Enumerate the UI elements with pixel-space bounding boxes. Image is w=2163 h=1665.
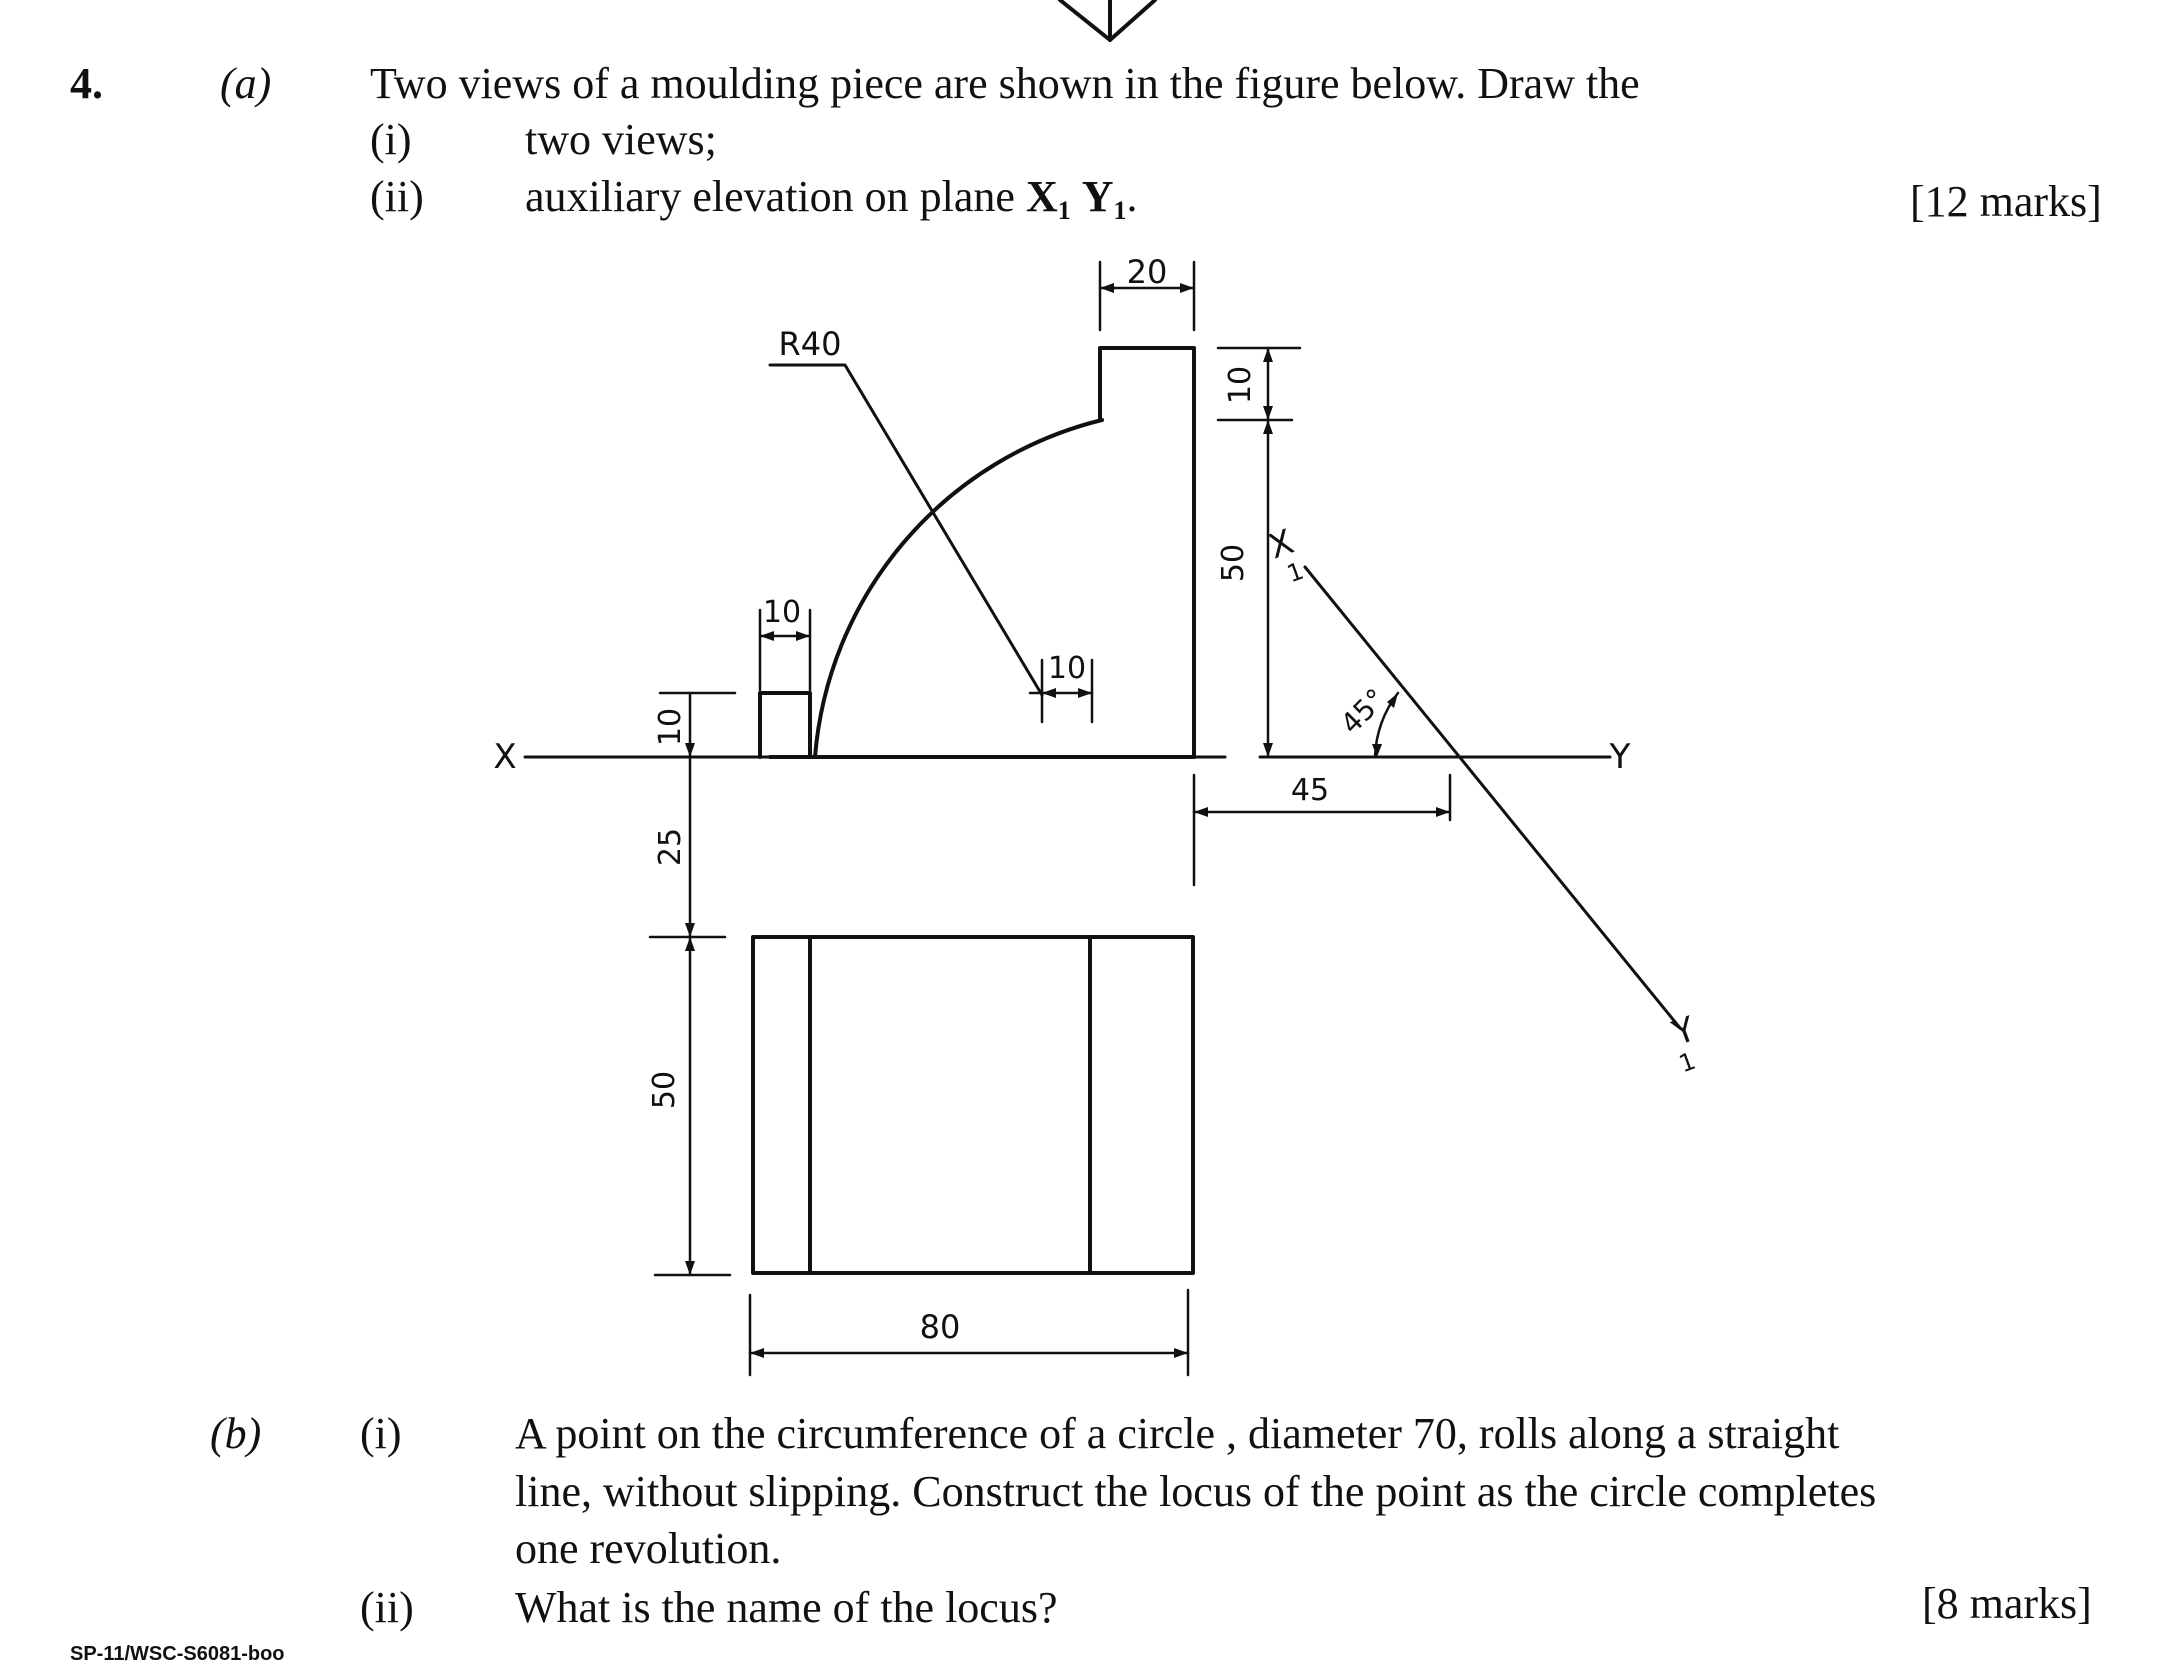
label-x1-sub: 1: [1283, 557, 1307, 589]
front-elevation-outline: [758, 691, 812, 759]
arrowhead: [1436, 807, 1450, 817]
label-y1: Y: [1667, 1009, 1701, 1054]
dim-label-80: 80: [920, 1308, 961, 1346]
arrowhead: [685, 743, 695, 757]
part-a-item-i-text: two views;: [525, 115, 717, 164]
dim-label-r40: R40: [779, 325, 842, 363]
radius-leader: [768, 363, 1044, 697]
dim-label-left-10: 10: [653, 708, 688, 746]
front-elevation-step: [1098, 346, 1196, 759]
dim-label-small-10: 10: [763, 595, 801, 630]
arrowhead: [1174, 1348, 1188, 1358]
part-a-item-i-label: (i): [370, 115, 412, 164]
arrowhead: [1263, 743, 1273, 757]
dim-label-20: 20: [1127, 253, 1168, 291]
dim-label-angle: 45°: [1334, 682, 1392, 740]
arrowhead: [685, 923, 695, 937]
arrowhead: [1263, 406, 1273, 420]
part-b-marks: [8 marks]: [1922, 1579, 2092, 1628]
arrowhead: [1372, 744, 1382, 757]
arrowhead: [685, 1261, 695, 1275]
item-ii-suffix: .: [1126, 172, 1138, 221]
dim-label-plan-50: 50: [647, 1071, 682, 1109]
arrowhead: [1387, 693, 1398, 708]
plane-x-letter: X: [1025, 172, 1058, 221]
arrowhead: [1042, 688, 1056, 698]
footer-code: SP-11/WSC-S6081-boo: [70, 1643, 285, 1665]
dim-label-45: 45: [1291, 773, 1329, 808]
part-b-item-ii-label: (ii): [360, 1583, 414, 1632]
part-b-item-ii-text: What is the name of the locus?: [515, 1583, 1058, 1632]
part-a-marks: [12 marks]: [1910, 177, 2102, 226]
arrowhead: [796, 631, 810, 641]
part-a-item-ii-label: (ii): [370, 172, 424, 221]
plan-view-outline: [751, 935, 1195, 1275]
part-b-label: (b): [210, 1409, 262, 1458]
plane-y-sub: 1: [1113, 196, 1127, 225]
dim-label-50-top: 50: [1216, 544, 1251, 582]
front-elevation-arc: [813, 418, 1104, 759]
dim-label-inner-10: 10: [1048, 651, 1086, 686]
question-number: 4.: [70, 59, 103, 108]
arrowhead: [760, 631, 774, 641]
dim-label-25: 25: [653, 828, 688, 866]
item-ii-prefix: auxiliary elevation on plane: [525, 172, 1026, 221]
part-b-item-i-line-2: line, without slipping. Construct the lo…: [515, 1467, 1877, 1516]
label-x: X: [493, 737, 516, 777]
arrowhead: [1180, 283, 1194, 293]
plane-y-letter: Y: [1081, 172, 1114, 221]
part-b-item-i-label: (i): [360, 1409, 402, 1458]
part-a-stem: Two views of a moulding piece are shown …: [370, 59, 1640, 108]
label-y: Y: [1609, 737, 1631, 777]
arrowhead: [1100, 283, 1114, 293]
arrowhead: [1078, 688, 1092, 698]
x1y1-line: [1303, 565, 1682, 1030]
arrowhead: [1263, 348, 1273, 362]
arrowhead: [750, 1348, 764, 1358]
part-a-label: (a): [220, 59, 272, 108]
arrowhead: [685, 937, 695, 951]
part-a-item-ii-text: auxiliary elevation on plane X1 Y1.: [525, 175, 1138, 224]
part-b-item-i-line-3: one revolution.: [515, 1524, 782, 1573]
arrowhead: [1194, 807, 1208, 817]
plane-x-sub: 1: [1057, 196, 1071, 225]
dim-label-step-10: 10: [1223, 366, 1258, 404]
page-top-arrow: [1058, 0, 1157, 42]
label-y1-sub: 1: [1675, 1047, 1699, 1079]
arrowhead: [1263, 420, 1273, 434]
part-b-item-i-line-1: A point on the circumference of a circle…: [515, 1409, 1840, 1458]
